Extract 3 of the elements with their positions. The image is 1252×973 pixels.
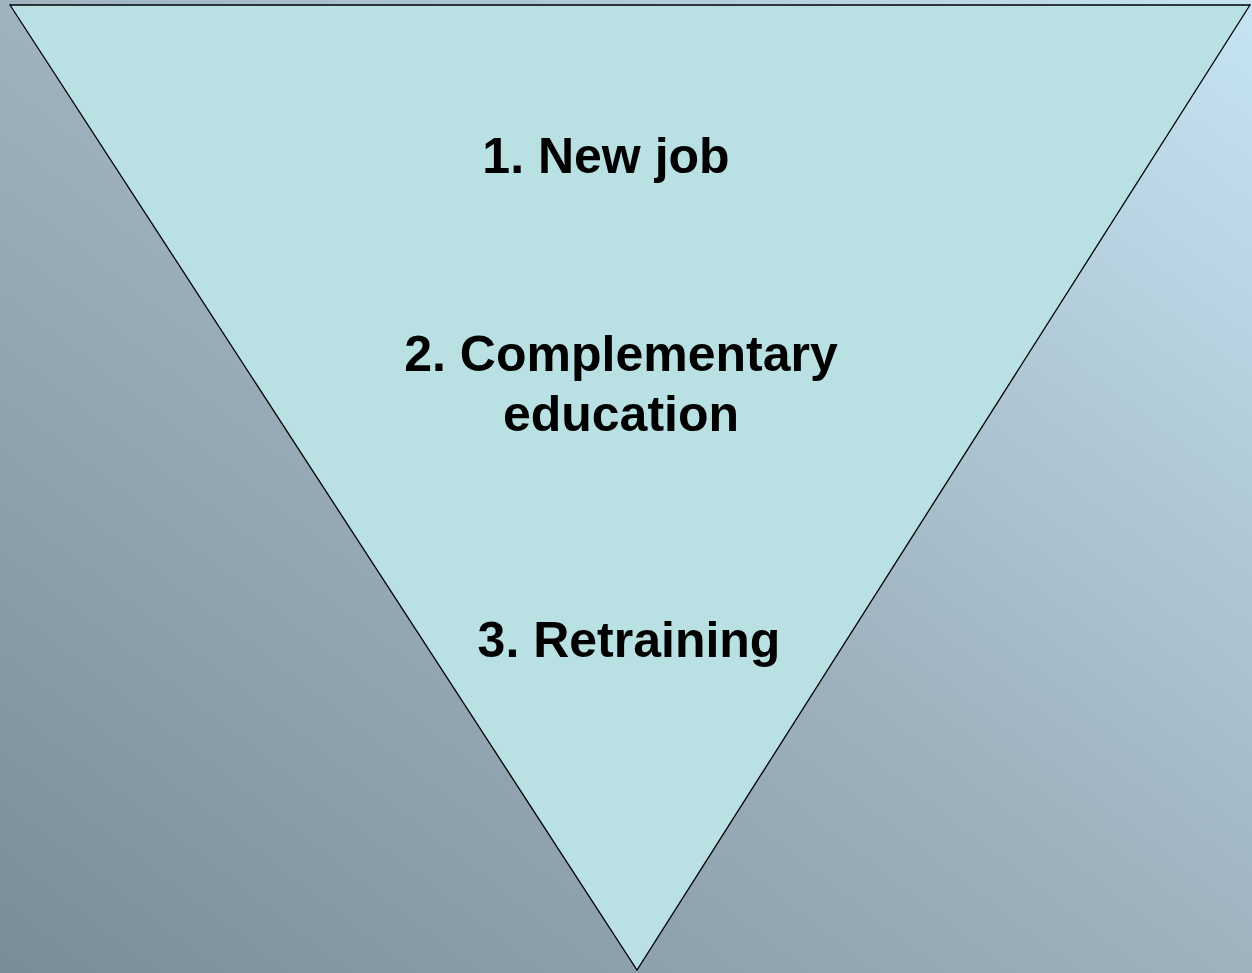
step-label: 1. New job xyxy=(481,127,731,186)
step-label: 2. Complementary education xyxy=(403,325,839,444)
step-label: 3. Retraining xyxy=(476,611,782,670)
